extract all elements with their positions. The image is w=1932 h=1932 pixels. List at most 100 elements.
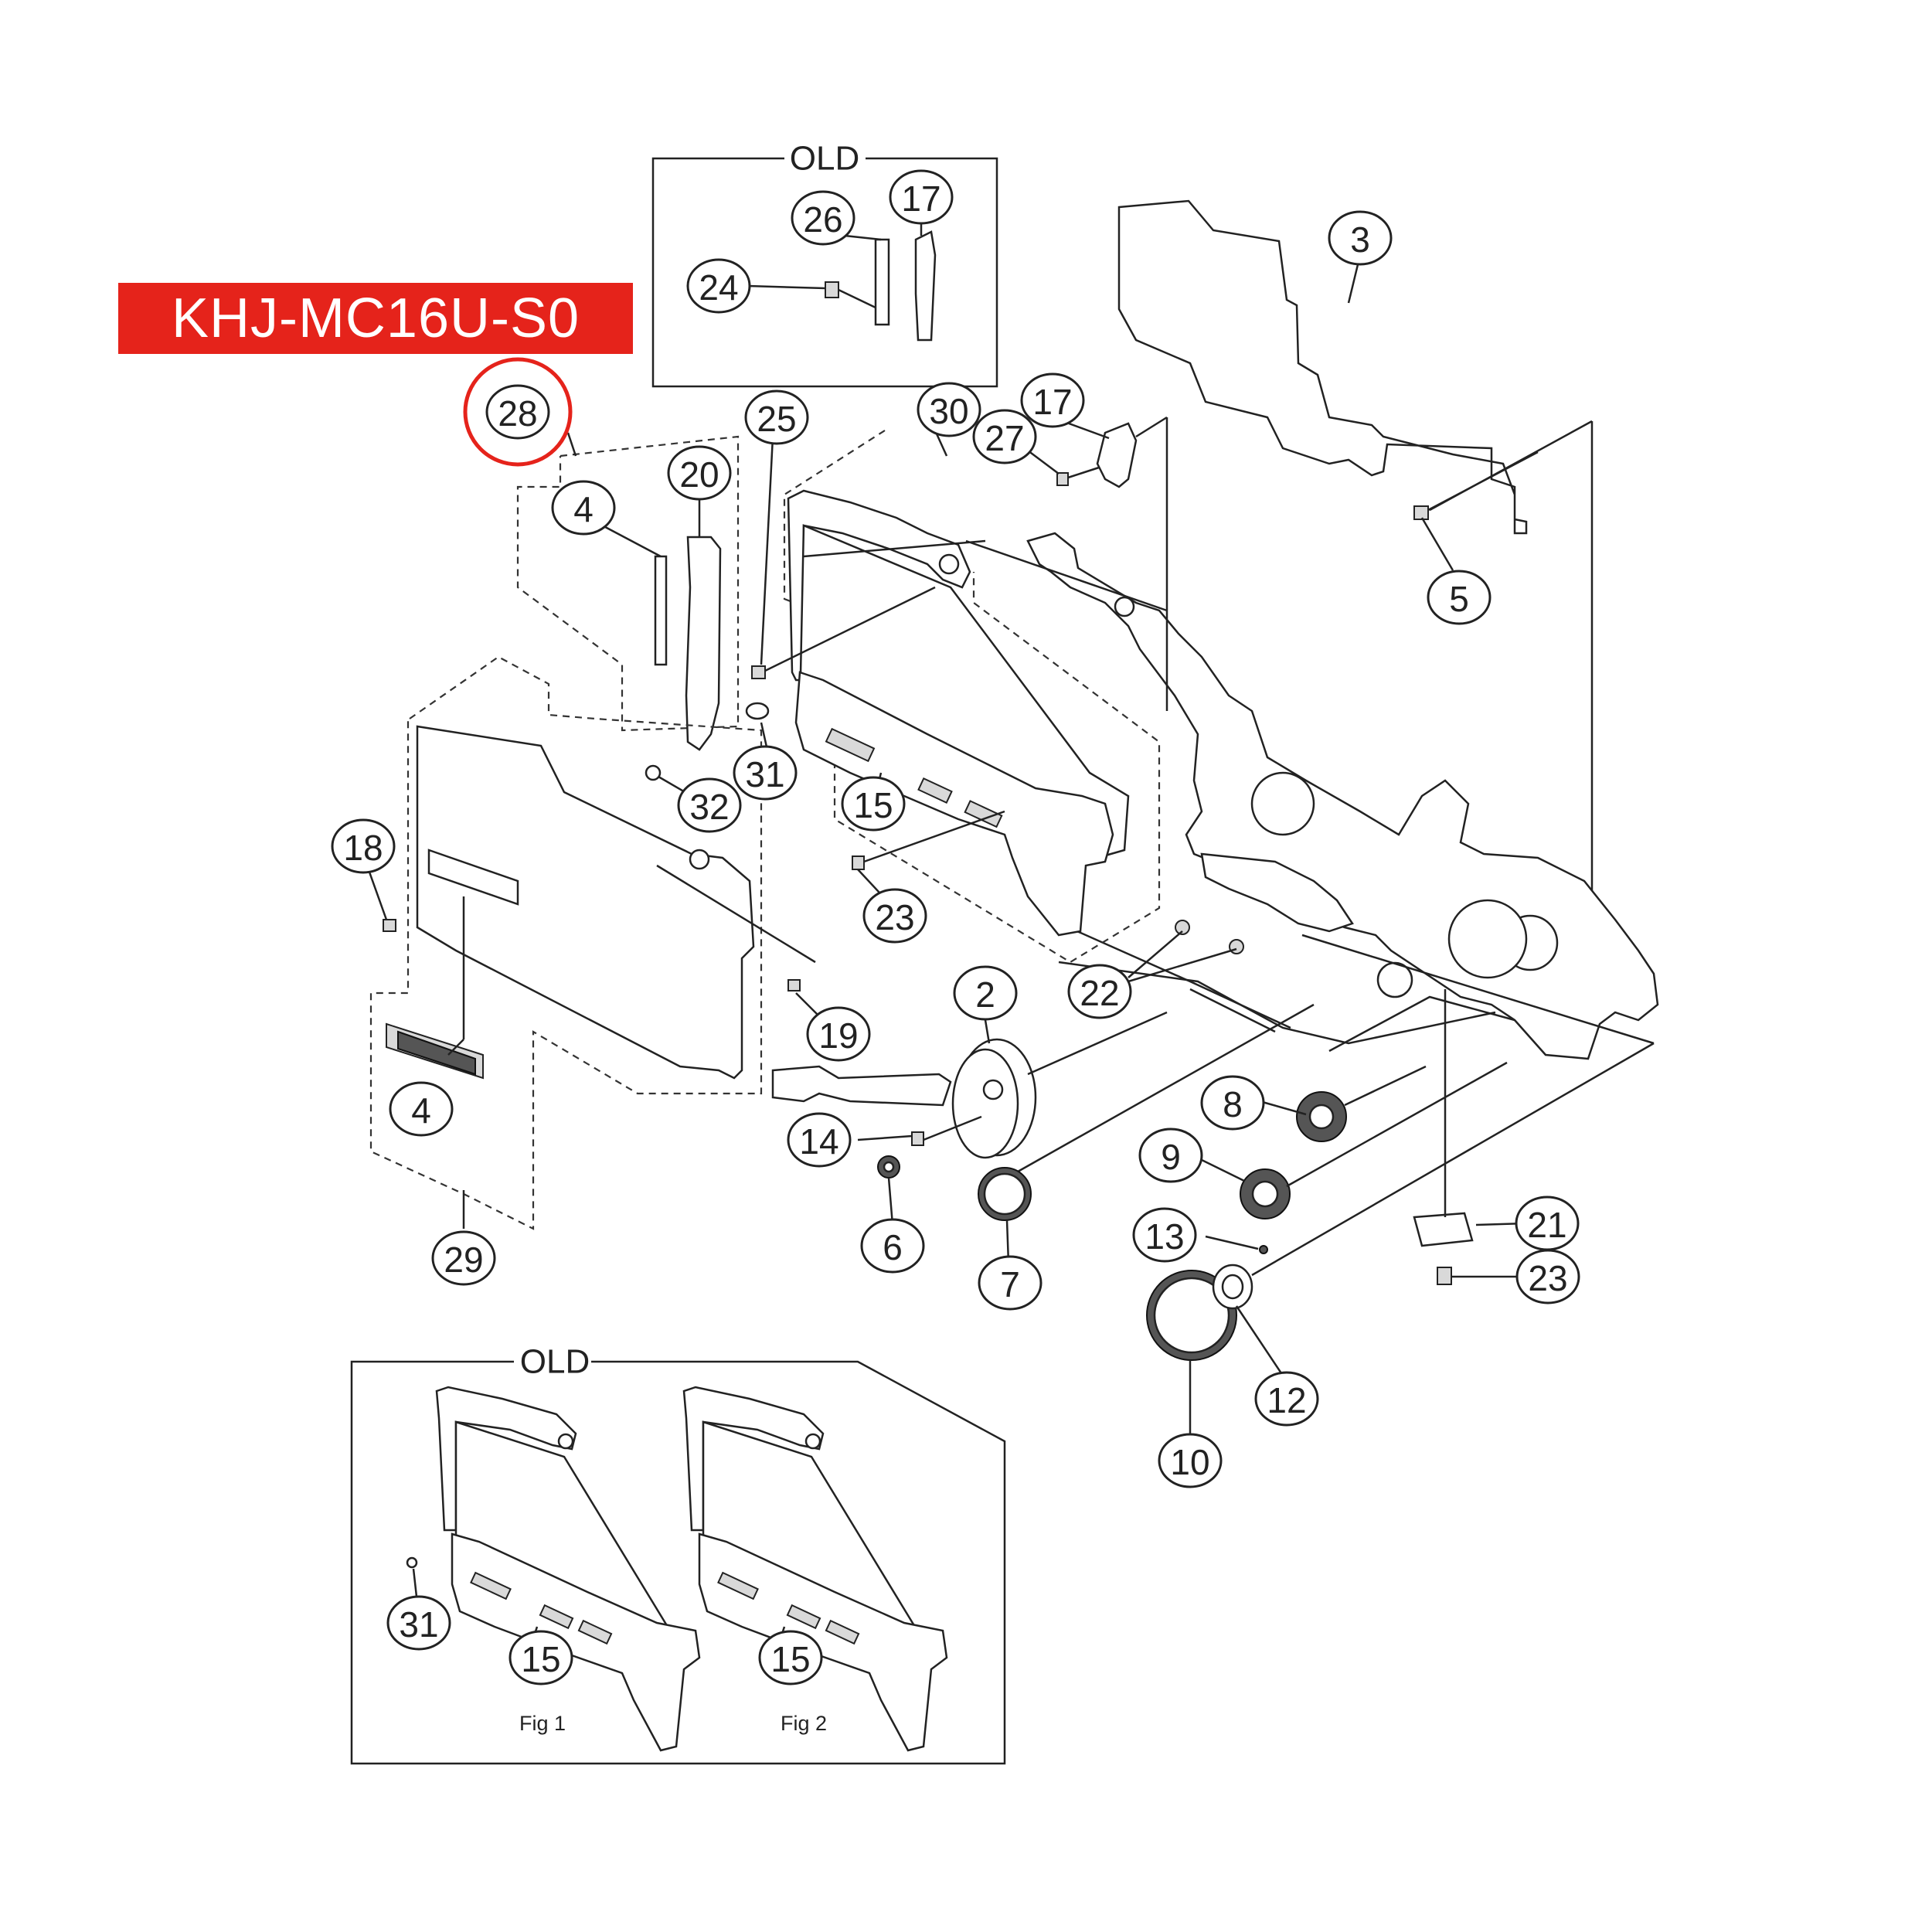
callout-number: 15 <box>770 1639 810 1679</box>
part-26-plate <box>874 238 890 326</box>
part-22-screw-b <box>1229 939 1244 954</box>
callout-number: 23 <box>875 897 914 937</box>
callout-circle <box>1200 1075 1265 1131</box>
fig1-upper-rail <box>435 1386 577 1532</box>
callout-circle <box>1515 1249 1580 1304</box>
frame-hole-3 <box>1447 899 1528 979</box>
callout-circle <box>862 888 927 944</box>
callout-part-22: 22 <box>1067 964 1132 1019</box>
callout-part-2: 2 <box>953 965 1018 1021</box>
callout-number: 17 <box>901 179 940 219</box>
callout-circle <box>1132 1207 1197 1263</box>
left-plate-assembly <box>366 655 824 1230</box>
part-18-screw <box>383 919 396 932</box>
part-2-motor-face <box>951 1048 1019 1159</box>
part-13-pin <box>1259 1245 1268 1254</box>
part-22-screw-a <box>1175 920 1190 935</box>
callout-number: 31 <box>745 754 784 794</box>
callout-part-30: 30 <box>917 382 981 437</box>
callout-number: 26 <box>803 199 842 240</box>
callout-part-3: 3 <box>1328 210 1393 266</box>
callout-part-29: 29 <box>431 1230 496 1286</box>
callout-part-24: 24 <box>686 258 751 314</box>
callout-part-23b: 23 <box>1515 1249 1580 1304</box>
fig1-part-31 <box>406 1556 418 1569</box>
callout-circle <box>331 818 396 874</box>
callout-part-18: 18 <box>331 818 396 874</box>
part-17-lever-old <box>914 230 937 342</box>
callout-number: 2 <box>975 975 995 1015</box>
callout-part-23a: 23 <box>862 888 927 944</box>
part-17-lever <box>1096 422 1138 488</box>
callout-circle <box>841 776 906 832</box>
callout-part-5: 5 <box>1427 570 1492 625</box>
callout-number: 7 <box>1000 1264 1020 1304</box>
fig1-slot-3 <box>577 1619 613 1645</box>
callout-circle <box>1067 964 1132 1019</box>
callout-circle <box>677 777 742 833</box>
left-plate-label-area <box>427 849 519 906</box>
fig2-slot-2 <box>786 1604 821 1630</box>
fig2-frame: Fig 2 <box>682 1386 948 1752</box>
callout-number: 4 <box>411 1090 431 1131</box>
callout-part-4a: 4 <box>551 480 616 536</box>
callout-number: 5 <box>1449 579 1469 619</box>
callout-part-17a: 17 <box>889 169 954 225</box>
callout-number: 23 <box>1528 1258 1567 1298</box>
frame-arm <box>1200 852 1354 933</box>
callout-circle <box>978 1255 1043 1311</box>
callout-part-25: 25 <box>744 389 809 445</box>
callout-part-28: 28 <box>485 384 550 440</box>
callout-part-15b: 15 <box>509 1630 573 1685</box>
callout-number: 19 <box>818 1015 858 1056</box>
left-plate-hole <box>689 849 710 870</box>
callout-part-7: 7 <box>978 1255 1043 1311</box>
small-parts-group <box>645 436 936 798</box>
callout-part-4b: 4 <box>389 1081 454 1137</box>
callout-part-6: 6 <box>860 1218 925 1274</box>
callout-number: 24 <box>699 267 738 308</box>
callout-circle <box>917 382 981 437</box>
frame-hole-1 <box>1250 771 1315 836</box>
part-10-gear-face <box>1153 1277 1230 1354</box>
callout-circle <box>791 190 855 246</box>
callout-circle <box>389 1081 454 1137</box>
frame-hole-5 <box>1114 596 1135 617</box>
fig2-slot-3 <box>825 1619 860 1645</box>
part-15-slot-1 <box>825 727 876 763</box>
callout-number: 25 <box>757 399 796 439</box>
part-6-bushing-hole <box>883 1161 895 1173</box>
fig2-lower-rail <box>698 1532 948 1752</box>
fig1-hole <box>557 1433 574 1450</box>
callout-number: 28 <box>498 393 537 434</box>
callout-number: 30 <box>929 391 968 431</box>
part-32-washer <box>645 764 662 781</box>
part-31-ring <box>745 702 770 720</box>
part-15-hole <box>938 553 960 575</box>
callout-circle <box>806 1006 871 1062</box>
callout-number: 31 <box>399 1604 438 1645</box>
model-number-badge: KHJ-MC16U-S0 <box>118 283 633 354</box>
callout-circle <box>386 1595 451 1651</box>
callout-number: 17 <box>1032 382 1072 422</box>
part-4-label-strip <box>654 555 668 666</box>
old-inset-top-label: OLD <box>790 140 859 178</box>
part-5-screw-group <box>1413 451 1539 571</box>
part-17-lever-group <box>1012 416 1168 711</box>
old-inset-bottom-label: OLD <box>520 1343 590 1381</box>
callout-part-32: 32 <box>677 777 742 833</box>
old-inset-bottom: OLD Fig 1 <box>350 1343 1006 1765</box>
part-7-gear-face <box>983 1172 1026 1216</box>
callout-circle <box>667 445 732 501</box>
fig1-caption: Fig 1 <box>519 1712 566 1735</box>
part-2-motor-hub <box>982 1079 1004 1100</box>
callout-number: 9 <box>1161 1137 1181 1177</box>
callout-circle <box>860 1218 925 1274</box>
callout-number: 29 <box>444 1240 483 1280</box>
fig1-slot-1 <box>470 1571 512 1600</box>
part-4-strip-ridges <box>397 1030 476 1076</box>
callout-number: 21 <box>1527 1205 1566 1245</box>
callout-part-27: 27 <box>972 409 1037 464</box>
callout-part-10: 10 <box>1158 1433 1223 1488</box>
